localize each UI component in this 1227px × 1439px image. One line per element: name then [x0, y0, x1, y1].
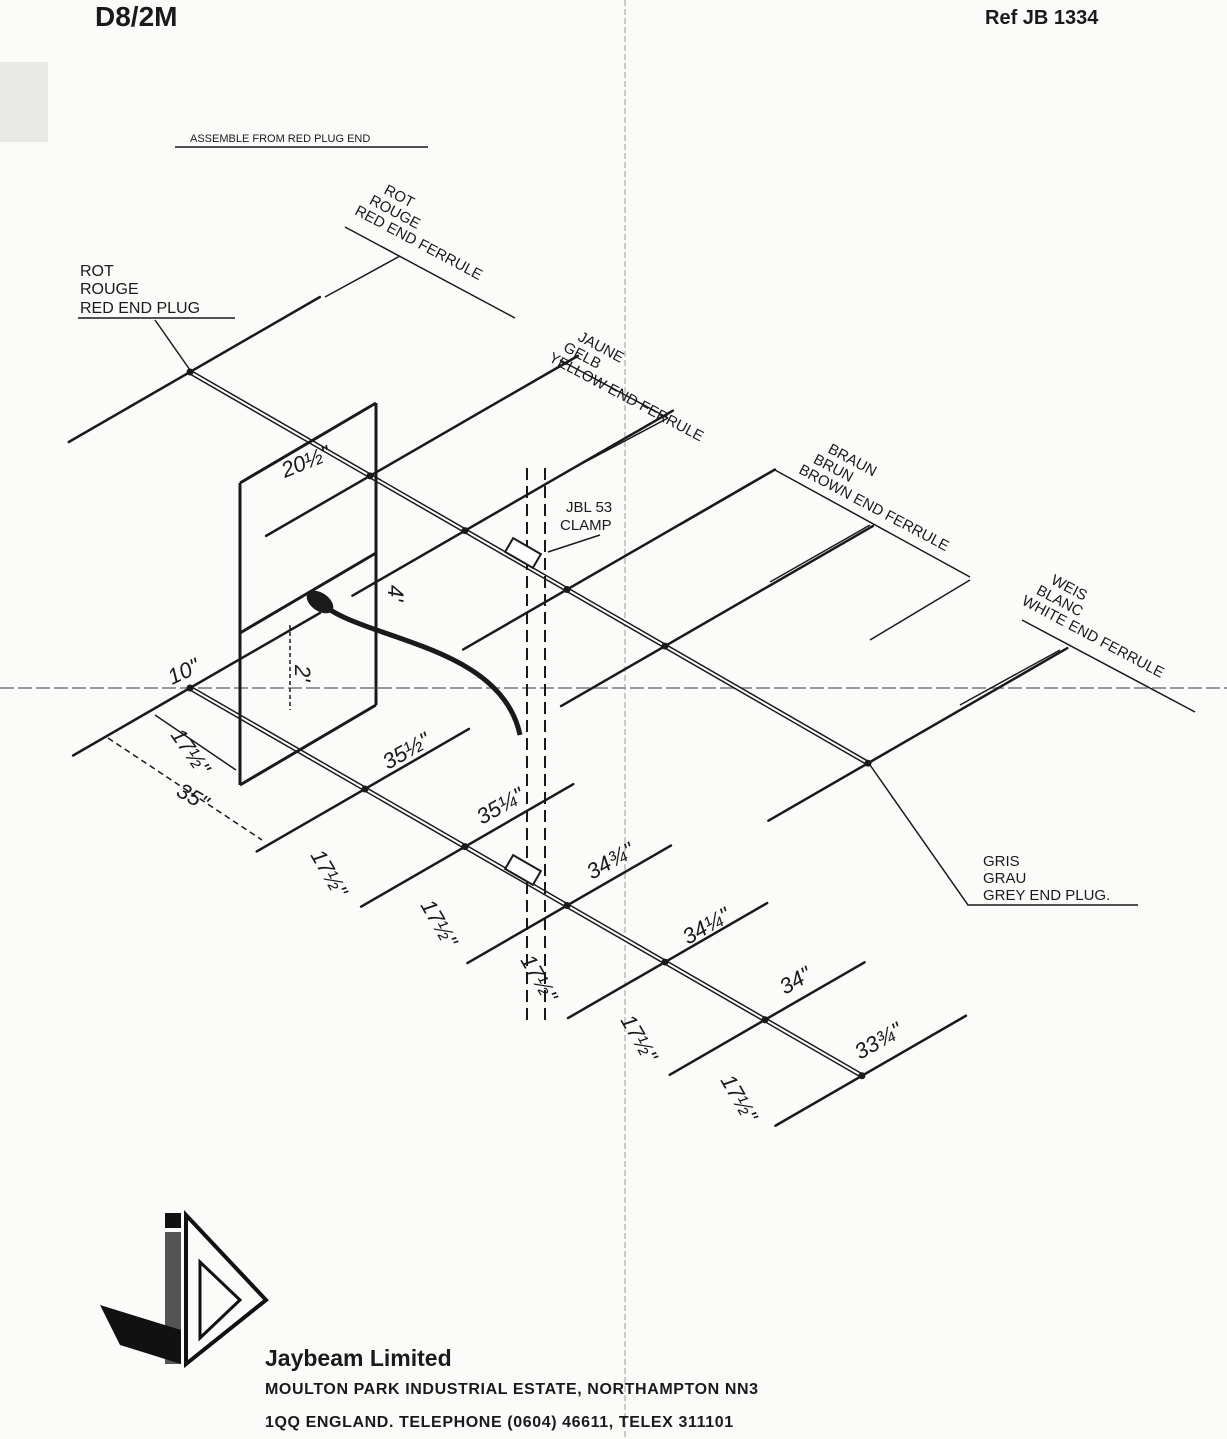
grey-plug-label: GRIS GRAU GREY END PLUG.: [983, 853, 1110, 904]
svg-text:GREY END PLUG.: GREY END PLUG.: [983, 887, 1110, 904]
company-name: Jaybeam Limited: [265, 1345, 452, 1371]
element-mount: [461, 527, 469, 535]
svg-text:35¼": 35¼": [472, 782, 529, 830]
svg-text:17½": 17½": [616, 1010, 664, 1067]
yellow-ferrule-label: JAUNE GELB YELLOW END FERRULE: [546, 329, 706, 446]
svg-text:ROUGE: ROUGE: [80, 281, 139, 298]
upper-element: [67, 295, 322, 444]
driven-frame: [238, 401, 378, 787]
lower-element: [774, 1014, 968, 1127]
red-plug-label: ROT ROUGE RED END PLUG: [80, 263, 200, 317]
svg-text:RED END PLUG: RED END PLUG: [80, 300, 200, 317]
svg-text:35½": 35½": [378, 727, 435, 775]
element-mount: [563, 586, 571, 594]
element-mount: [186, 684, 194, 692]
coax-cable: [314, 596, 523, 736]
svg-text:4': 4': [383, 585, 408, 602]
red-ferrule-label: ROT ROUGE RED END FERRULE: [352, 182, 485, 284]
boom-highlight: [189, 371, 869, 765]
clamp-icon: [503, 536, 543, 887]
svg-text:17½": 17½": [416, 895, 464, 952]
jaybeam-logo: [100, 1209, 269, 1369]
element-mount: [563, 902, 571, 910]
svg-text:17½": 17½": [306, 845, 354, 902]
brown-ferrule-label: BRAUN BRUN BROWN END FERRULE: [796, 441, 952, 555]
svg-text:20½": 20½": [277, 440, 335, 483]
svg-text:WHITE END FERRULE: WHITE END FERRULE: [1019, 592, 1167, 681]
elements: [67, 295, 1069, 1127]
svg-text:17½": 17½": [516, 950, 564, 1007]
element-mount: [864, 759, 872, 767]
model-title: D8/2M: [95, 1, 177, 32]
element-mount: [661, 642, 669, 650]
upper-element: [767, 646, 1069, 822]
reference-number: Ref JB 1334: [985, 7, 1099, 29]
svg-text:GRIS: GRIS: [983, 853, 1020, 870]
element-mount: [361, 785, 369, 793]
company-address-line-1: MOULTON PARK INDUSTRIAL ESTATE, NORTHAMP…: [265, 1381, 759, 1398]
svg-text:ROT: ROT: [80, 263, 114, 280]
leader-lines: [78, 226, 1196, 906]
svg-text:34¼": 34¼": [678, 902, 735, 950]
svg-text:YELLOW END FERRULE: YELLOW END FERRULE: [546, 349, 706, 445]
svg-text:JBL 53: JBL 53: [566, 499, 612, 516]
element-mount: [661, 958, 669, 966]
clamp-label: JBL 53 CLAMP: [560, 499, 612, 534]
svg-text:35": 35": [173, 778, 214, 816]
upper-element: [351, 409, 675, 597]
white-ferrule-label: WEIS BLANC WHITE END FERRULE: [1019, 572, 1167, 682]
svg-text:GRAU: GRAU: [983, 870, 1026, 887]
element-mount: [858, 1072, 866, 1080]
dimension-labels: 20½" 4' 2' 10" 17½" 35" 35½" 35¼" 34¾" 3…: [164, 440, 908, 1127]
svg-text:CLAMP: CLAMP: [560, 517, 612, 534]
lower-element: [71, 611, 322, 757]
svg-text:33¾": 33¾": [850, 1017, 907, 1065]
svg-text:34¾": 34¾": [582, 837, 639, 885]
company-address-line-2: 1QQ ENGLAND. TELEPHONE (0604) 46611, TEL…: [265, 1414, 734, 1431]
cable-connector: [306, 590, 334, 614]
svg-text:2': 2': [290, 664, 315, 682]
upper-element: [559, 524, 875, 708]
element-mount: [461, 843, 469, 851]
svg-text:17½": 17½": [716, 1070, 764, 1127]
scan-shadow: [0, 62, 48, 142]
element-mount: [186, 368, 194, 376]
element-mount: [761, 1016, 769, 1024]
assembly-instruction: ASSEMBLE FROM RED PLUG END: [190, 133, 370, 145]
element-mount: [366, 472, 374, 480]
